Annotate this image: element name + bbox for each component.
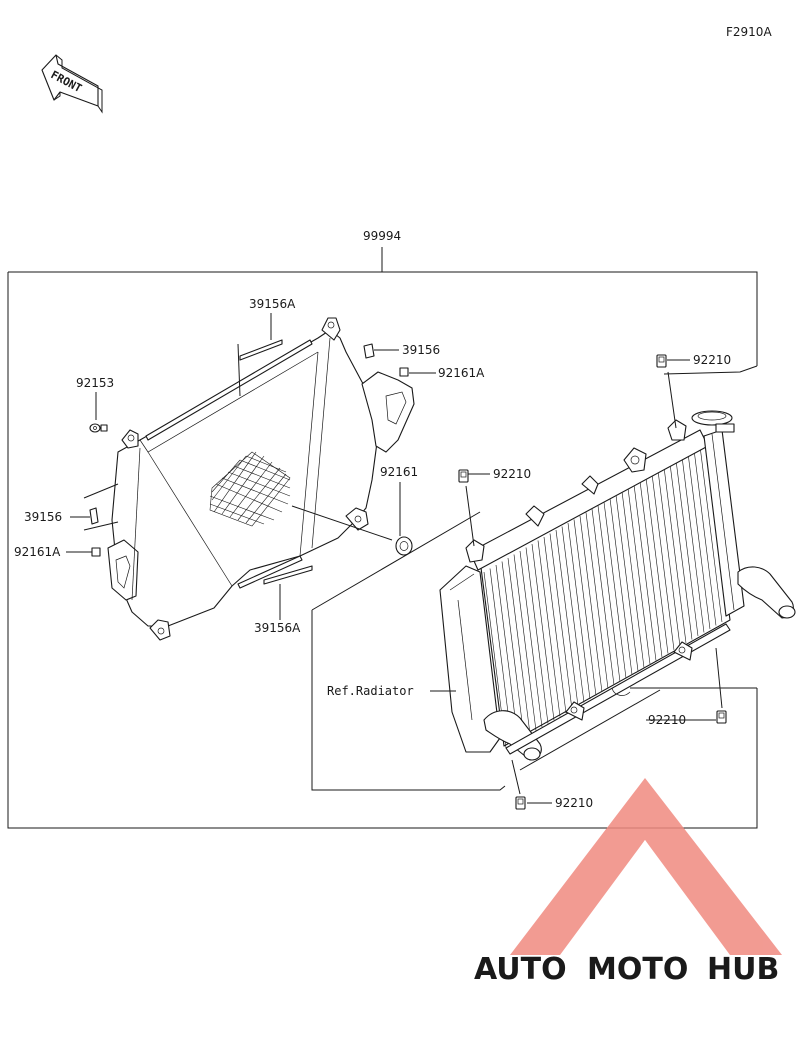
radiator-fin xyxy=(549,533,573,710)
radiator-fin xyxy=(663,466,687,644)
nut-92210-top-right xyxy=(656,354,667,368)
automotohub-watermark: AUTO MOTO HUB xyxy=(474,778,782,987)
callout-39156-left: 39156 xyxy=(24,510,62,524)
assembly-number: 99994 xyxy=(363,229,401,243)
radiator-fin xyxy=(501,561,525,738)
radiator-fin xyxy=(567,522,591,700)
callout-92161: 92161 xyxy=(380,465,418,479)
radiator-fin xyxy=(537,540,561,717)
figure-code: F2910A xyxy=(726,25,772,39)
radiator-fin xyxy=(693,449,717,626)
callout-92161A-right: 92161A xyxy=(438,366,485,380)
radiator-fin xyxy=(573,519,597,696)
radiator-fin xyxy=(627,487,651,665)
radiator-shroud xyxy=(107,317,415,641)
grommet-92161A-right xyxy=(399,367,409,377)
watermark-triangle-logo xyxy=(510,778,782,955)
callout-39156A-bottom: 39156A xyxy=(254,621,301,635)
bolt-92153 xyxy=(89,423,108,433)
radiator-fins xyxy=(483,445,723,749)
watermark-moto: MOTO xyxy=(587,952,688,987)
shroud-mesh xyxy=(209,451,291,527)
nut-92210-bottom xyxy=(515,796,526,810)
radiator-fin xyxy=(507,557,531,735)
strip-39156A-top xyxy=(239,339,283,361)
ref-radiator-label: Ref.Radiator xyxy=(327,684,414,698)
grommet-92161 xyxy=(395,536,413,556)
radiator-fin xyxy=(615,494,639,672)
watermark-hub: HUB xyxy=(707,952,779,987)
radiator-fin xyxy=(585,512,609,689)
radiator-fin xyxy=(657,470,681,647)
radiator-fin xyxy=(597,505,621,682)
radiator-fin xyxy=(531,543,555,721)
radiator-fin xyxy=(579,515,603,693)
radiator-fin xyxy=(687,452,711,630)
radiator-fin xyxy=(525,547,549,724)
radiator-fin xyxy=(561,526,585,703)
callout-92161A-left: 92161A xyxy=(14,545,61,559)
callout-92210-bottom: 92210 xyxy=(555,796,593,810)
radiator-fin xyxy=(519,550,543,728)
front-arrow-icon: FRONT xyxy=(41,54,103,114)
radiator xyxy=(439,410,796,761)
radiator-fin xyxy=(621,491,645,668)
callout-92210-lower-right: 92210 xyxy=(648,713,686,727)
callout-92210-top-right: 92210 xyxy=(693,353,731,367)
radiator-fin xyxy=(591,508,615,686)
callout-39156A-top: 39156A xyxy=(249,297,296,311)
radiator-fin xyxy=(681,456,705,633)
radiator-fin xyxy=(651,473,675,651)
radiator-fin xyxy=(543,536,567,714)
callout-92153: 92153 xyxy=(76,376,114,390)
strip-39156A-bottom xyxy=(263,565,313,585)
radiator-fin xyxy=(675,459,699,637)
radiator-fin xyxy=(639,480,663,658)
clip-39156-top xyxy=(363,343,375,359)
nut-92210-lower-right xyxy=(716,710,727,724)
grommet-92161A-left xyxy=(91,547,101,557)
radiator-fin xyxy=(495,564,519,742)
assembly-frame xyxy=(8,271,758,366)
radiator-fin xyxy=(555,529,579,707)
radiator-fin xyxy=(669,463,693,640)
radiator-fin xyxy=(645,477,669,654)
radiator-fin xyxy=(513,554,537,731)
radiator-fin xyxy=(603,501,627,679)
radiator-fin xyxy=(699,445,723,623)
leader-lines xyxy=(66,313,758,804)
radiator-fin xyxy=(609,498,633,675)
callout-92210-upper: 92210 xyxy=(493,467,531,481)
clip-39156-left xyxy=(89,507,99,525)
callout-39156-top: 39156 xyxy=(402,343,440,357)
nut-92210-upper xyxy=(458,469,469,483)
watermark-auto: AUTO xyxy=(474,952,567,987)
radiator-fin xyxy=(633,484,657,661)
